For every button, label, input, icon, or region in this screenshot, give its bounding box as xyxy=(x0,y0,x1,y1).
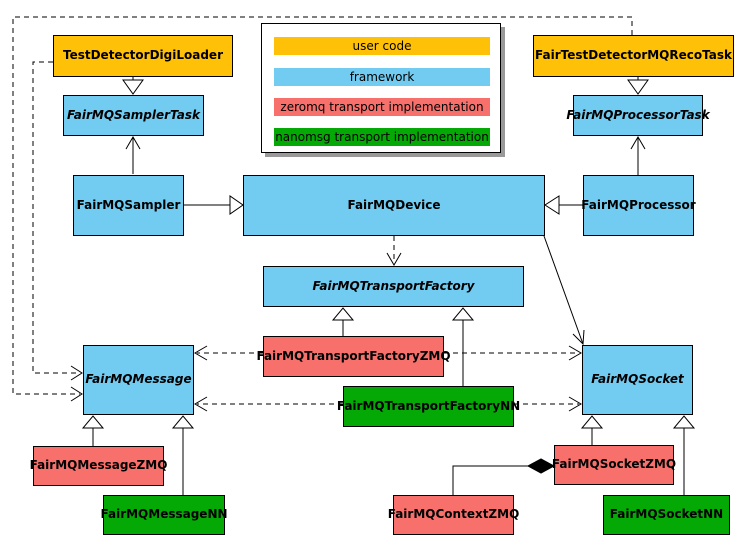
inheritance-socketzmq-socket xyxy=(580,415,604,445)
class-box-fairmqdevice: FairMQDevice xyxy=(243,175,545,236)
legend-item-zeromq: zeromq transport implementation xyxy=(274,98,490,116)
dependency-device-transportfactory xyxy=(386,236,402,266)
class-box-fairmqtransportfactorynn: FairMQTransportFactoryNN xyxy=(337,386,520,427)
legend-label: framework xyxy=(349,70,415,84)
dependency-factorynn-message xyxy=(194,396,343,412)
class-label: FairMQProcessorTask xyxy=(566,107,710,122)
class-label: FairMQSamplerTask xyxy=(66,107,201,122)
composition-contextzmq-socketzmq xyxy=(452,458,556,495)
association-processor-processortask xyxy=(630,136,646,175)
class-box-fairmqsocketzmq: FairMQSocketZMQ xyxy=(551,445,677,485)
legend: user code framework zeromq transport imp… xyxy=(261,23,501,153)
inheritance-factoryzmq-transportfactory xyxy=(331,307,355,336)
legend-label: nanomsg transport implementation xyxy=(275,130,489,144)
inheritance-messagenn-message xyxy=(171,415,195,495)
class-label: FairMQMessageZMQ xyxy=(29,458,168,473)
class-label: FairMQMessageNN xyxy=(100,507,228,522)
class-box-testdetectordigiloader: TestDetectorDigiLoader xyxy=(53,35,233,77)
class-box-fairmqprocessor: FairMQProcessor xyxy=(581,175,696,236)
dependency-factorynn-socket xyxy=(514,396,582,412)
class-box-fairmqsocket: FairMQSocket xyxy=(582,345,693,415)
class-box-fairmqprocessortask: FairMQProcessorTask xyxy=(566,95,710,136)
class-label: FairMQMessage xyxy=(85,372,192,387)
inheritance-recotask-processortask xyxy=(627,77,649,95)
class-box-fairmqsampler: FairMQSampler xyxy=(73,175,184,236)
legend-label: user code xyxy=(352,39,412,53)
class-box-fairmqtransportfactory: FairMQTransportFactory xyxy=(263,266,524,307)
association-device-socket xyxy=(543,235,585,346)
dependency-digiloader-message xyxy=(32,61,83,381)
inheritance-processor-device xyxy=(544,195,583,215)
class-box-fairmqmessage: FairMQMessage xyxy=(83,345,194,415)
class-label: FairMQSocket xyxy=(591,372,684,387)
class-label: FairTestDetectorMQRecoTask xyxy=(535,48,732,63)
inheritance-sampler-device xyxy=(184,195,244,215)
legend-item-framework: framework xyxy=(274,68,490,86)
class-label: FairMQContextZMQ xyxy=(387,507,520,522)
legend-label: zeromq transport implementation xyxy=(280,100,484,114)
class-label: FairMQTransportFactoryZMQ xyxy=(256,348,451,363)
class-box-fairtestdetectormqrecotask: FairTestDetectorMQRecoTask xyxy=(533,35,734,77)
class-label: FairMQSocketNN xyxy=(609,507,724,522)
inheritance-factorynn-transportfactory xyxy=(451,307,475,386)
class-label: FairMQSocketZMQ xyxy=(551,457,677,472)
class-box-fairmqsamplertask: FairMQSamplerTask xyxy=(63,95,204,136)
legend-item-user-code: user code xyxy=(274,37,490,55)
class-label: FairMQDevice xyxy=(347,197,441,212)
inheritance-messagezmq-message xyxy=(81,415,105,446)
class-label: FairMQTransportFactoryNN xyxy=(336,398,521,413)
inheritance-digiloader-samplertask xyxy=(122,77,144,95)
legend-item-nanomsg: nanomsg transport implementation xyxy=(274,128,490,146)
class-box-fairmqcontextzmq: FairMQContextZMQ xyxy=(388,495,519,535)
inheritance-socketnn-socket xyxy=(672,415,696,495)
class-box-fairmqmessagezmq: FairMQMessageZMQ xyxy=(30,446,167,486)
class-box-fairmqmessagenn: FairMQMessageNN xyxy=(100,495,228,535)
class-box-fairmqsocketnn: FairMQSocketNN xyxy=(603,495,730,535)
class-label: FairMQSampler xyxy=(76,197,181,212)
association-sampler-samplertask xyxy=(125,136,141,174)
class-box-fairmqtransportfactoryzmq: FairMQTransportFactoryZMQ xyxy=(256,336,451,377)
dependency-factoryzmq-socket xyxy=(444,345,582,361)
class-label: TestDetectorDigiLoader xyxy=(62,48,223,63)
dependency-recotask-message xyxy=(12,16,633,402)
class-label: FairMQTransportFactory xyxy=(312,278,475,293)
class-label: FairMQProcessor xyxy=(581,197,696,212)
dependency-factoryzmq-message xyxy=(194,345,263,361)
